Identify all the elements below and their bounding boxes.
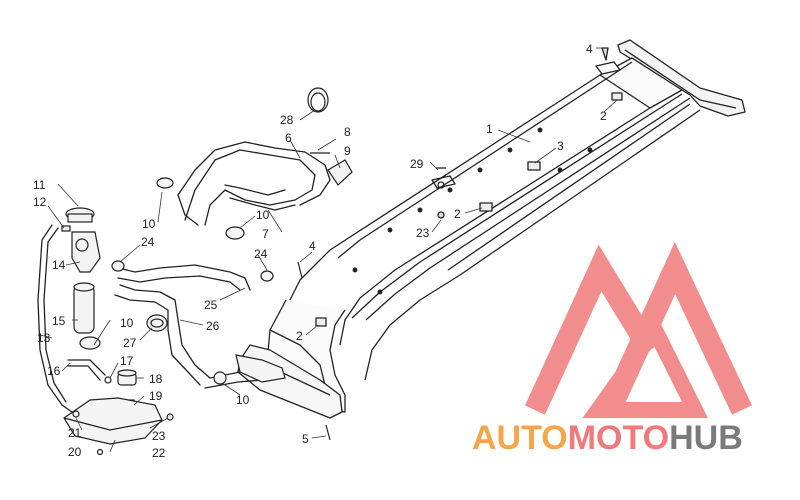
callout-29: 29 [410, 157, 424, 171]
callout-18: 18 [149, 372, 163, 386]
callout-4-a: 4 [586, 42, 593, 56]
callout-10-c: 10 [120, 316, 134, 330]
callout-5: 5 [302, 432, 309, 446]
frame-rail [237, 39, 746, 419]
watermark-hub: HUB [669, 419, 743, 457]
callout-labels: 1 2 2 2 2 3 4 4 5 6 7 8 9 10 10 10 10 11… [33, 42, 607, 460]
components [61, 87, 353, 456]
callout-11: 11 [33, 178, 46, 192]
callout-21: 21 [68, 426, 82, 440]
watermark-auto: AUTO [472, 419, 568, 457]
callout-7: 7 [262, 227, 269, 241]
callout-24-a: 24 [141, 235, 155, 249]
watermark-moto: MOTO [568, 419, 669, 457]
callout-23-a: 23 [416, 226, 430, 240]
callout-10-a: 10 [142, 217, 156, 231]
callout-15: 15 [52, 314, 66, 328]
callout-24-b: 24 [254, 247, 268, 261]
callout-4-b: 4 [309, 239, 316, 253]
callout-20: 20 [68, 445, 82, 459]
callout-2-b: 2 [454, 207, 461, 221]
callout-17: 17 [120, 354, 134, 368]
callout-1: 1 [486, 122, 493, 136]
callout-12: 12 [33, 195, 47, 209]
callout-23-b: 23 [152, 429, 166, 443]
watermark-logo [524, 241, 752, 418]
callout-27: 27 [123, 336, 137, 350]
callout-25: 25 [204, 298, 218, 312]
callout-19: 19 [149, 389, 163, 403]
callout-16: 16 [47, 364, 61, 378]
callout-9: 9 [344, 144, 351, 158]
callout-22: 22 [152, 446, 166, 460]
callout-6: 6 [285, 131, 292, 145]
callout-2-a: 2 [600, 109, 607, 123]
callout-13: 13 [37, 331, 51, 345]
callout-10-d: 10 [236, 393, 250, 407]
callout-8: 8 [344, 125, 351, 139]
callout-3: 3 [557, 139, 564, 153]
leader-lines [39, 47, 618, 453]
watermark-text: AUTOMOTOHUB [472, 419, 743, 457]
callout-26: 26 [206, 319, 220, 333]
callout-14: 14 [52, 258, 66, 272]
callout-10-b: 10 [256, 208, 270, 222]
callout-2-c: 2 [296, 329, 303, 343]
callout-28: 28 [280, 113, 294, 127]
